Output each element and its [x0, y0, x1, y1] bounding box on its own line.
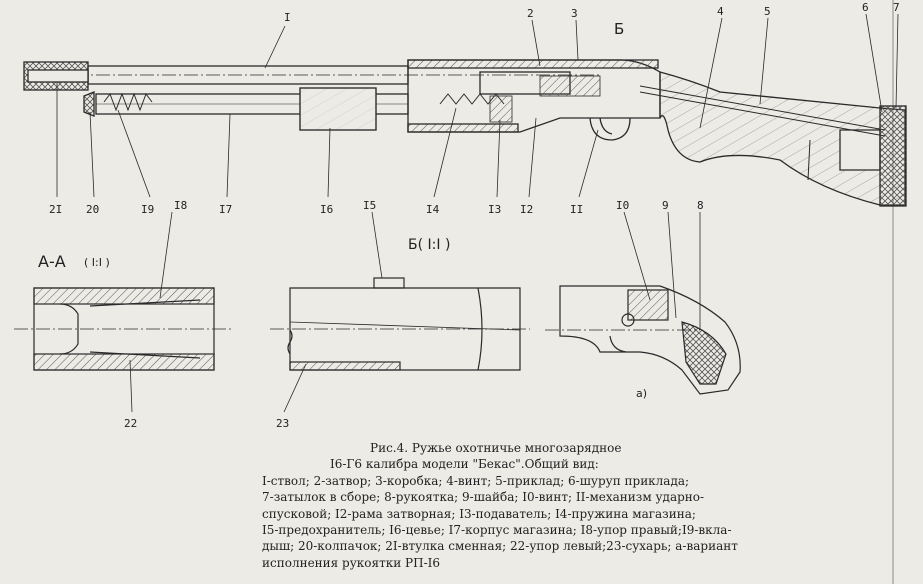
- part-number-22: 22: [124, 417, 138, 430]
- part-number-15: I5: [363, 199, 377, 212]
- part-number-4: 4: [717, 5, 724, 18]
- part-number-19: I9: [141, 203, 155, 216]
- magazine-cap: [83, 91, 95, 117]
- part-number-23: 23: [276, 417, 290, 430]
- part-number-7: 7: [893, 1, 900, 14]
- part-number-2: 2: [527, 7, 534, 20]
- part-number-9: 9: [662, 199, 669, 212]
- caption-legend-line: спусковой; I2-рама затворная; I3-подават…: [262, 506, 696, 521]
- part-number-17: I7: [219, 203, 233, 216]
- variant-a-label: а): [636, 387, 648, 400]
- stock: [659, 71, 906, 206]
- part-number-13: I3: [488, 203, 502, 216]
- part-number-8: 8: [697, 199, 704, 212]
- caption-title-line-1: Рис.4. Ружье охотничье многозарядное: [370, 441, 622, 455]
- caption-legend-line: I5-предохранитель; I6-цевье; I7-корпус м…: [262, 523, 732, 538]
- section-b-view: [270, 211, 530, 413]
- part-number-10: I0: [616, 199, 630, 212]
- gun-main-view: [23, 0, 907, 584]
- part-number-18: I8: [174, 199, 188, 212]
- part-number-16: I6: [320, 203, 334, 216]
- part-number-3: 3: [571, 7, 578, 20]
- section-aa-title: А-А: [38, 252, 66, 271]
- caption-legend-line: дыш; 20-колпачок; 2I-втулка сменная; 22-…: [262, 539, 738, 554]
- leader-lines: [56, 13, 899, 198]
- part-number-1: I: [284, 11, 291, 24]
- part-number-14: I4: [426, 203, 440, 216]
- section-aa-scale: ( I:I ): [84, 256, 110, 269]
- caption-legend-line: исполнения рукоятки РП-I6: [262, 555, 441, 570]
- part-number-6: 6: [862, 1, 869, 14]
- part-number-12: I2: [520, 203, 534, 216]
- part-number-21: 2I: [49, 203, 63, 216]
- trigger-guard: [589, 117, 631, 141]
- part-number-20: 20: [86, 203, 100, 216]
- caption-legend-line: I-ствол; 2-затвор; 3-коробка; 4-винт; 5-…: [262, 473, 690, 488]
- section-b-marker: Б: [614, 20, 625, 38]
- caption-legend-line: 7-затылок в сборе; 8-рукоятка; 9-шайба; …: [262, 490, 705, 505]
- caption-title-line-2: I6-Г6 калибра модели "Бекас".Общий вид:: [330, 457, 599, 472]
- stock-bolt: [639, 85, 886, 131]
- part-number-11: II: [570, 203, 584, 216]
- grip-variant-view: [545, 211, 741, 395]
- figure-caption: Рис.4. Ружье охотничье многозарядное I6-…: [262, 440, 752, 571]
- section-b-title: Б( I:I ): [408, 237, 451, 253]
- part-number-5: 5: [764, 5, 771, 18]
- section-aa-view: [14, 211, 232, 413]
